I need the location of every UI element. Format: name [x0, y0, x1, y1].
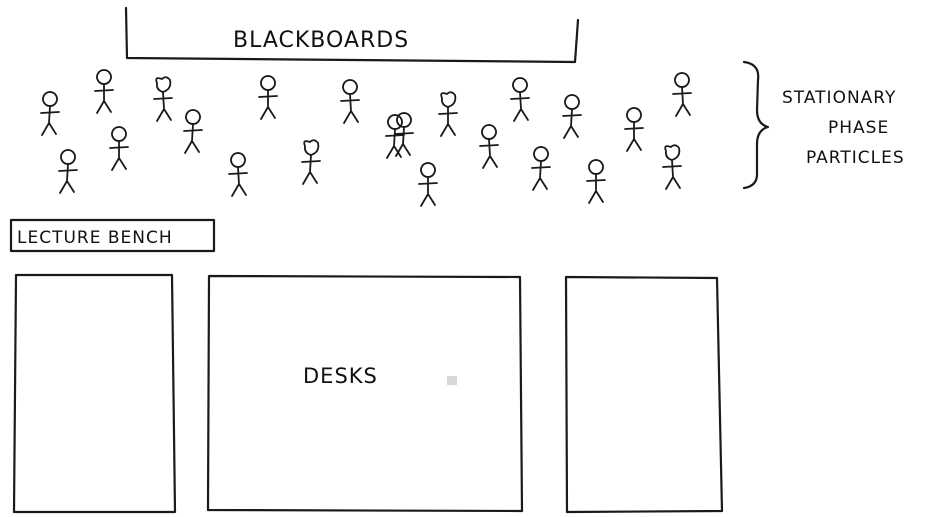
stick-figure: [532, 147, 550, 190]
stick-figure-head: [231, 153, 245, 167]
stationary-label-line1: STATIONARY: [782, 88, 896, 108]
stick-figure-body: [110, 141, 128, 170]
stick-figure-body: [587, 174, 605, 203]
stick-figure: [302, 140, 320, 184]
stick-figure-head: [61, 150, 75, 164]
stick-figure: [41, 92, 59, 135]
stick-figure: [511, 78, 529, 121]
desk-left: [14, 275, 175, 512]
stick-figure: [563, 95, 581, 138]
stick-figure-body: [302, 155, 320, 184]
stationary-label-line2: PHASE: [828, 118, 889, 138]
stick-figure-body: [663, 160, 681, 189]
stick-figure: [95, 70, 113, 113]
stick-figure: [110, 127, 128, 170]
lecture-bench-label: LECTURE BENCH: [17, 228, 173, 248]
stick-figure: [395, 113, 413, 156]
stick-figure-body: [184, 124, 202, 153]
stick-figure-head: [589, 160, 603, 174]
stick-figure-body: [41, 106, 59, 135]
scan-speck: [447, 376, 457, 385]
stick-figure-head: [397, 113, 411, 127]
stick-figure-head: [97, 70, 111, 84]
stick-figure-body: [95, 84, 113, 113]
stick-figure-head: [675, 73, 689, 87]
stick-figure-body: [229, 167, 247, 196]
stick-figure-body: [439, 107, 457, 136]
stick-figure-body: [480, 139, 498, 168]
curly-brace: [744, 62, 768, 188]
stick-figure-head: [665, 145, 679, 160]
stick-figure-body: [154, 92, 172, 121]
stick-figure: [419, 163, 437, 206]
stick-figure-head: [304, 140, 318, 155]
stationary-phase-figures: [41, 70, 691, 206]
stick-figure-head: [156, 77, 170, 92]
stick-figure-body: [532, 161, 550, 190]
stick-figure-head: [43, 92, 57, 106]
stick-figure-head: [186, 110, 200, 124]
stick-figure: [663, 145, 681, 189]
stick-figure-head: [534, 147, 548, 161]
stick-figure-head: [261, 76, 275, 90]
stick-figure: [625, 108, 643, 151]
desk-right: [566, 277, 722, 512]
stick-figure: [480, 125, 498, 168]
stick-figure-head: [627, 108, 641, 122]
stick-figure-head: [513, 78, 527, 92]
blackboards-label: BLACKBOARDS: [233, 28, 409, 53]
stick-figure-body: [419, 177, 437, 206]
stick-figure-head: [441, 92, 455, 107]
desk-center: [208, 276, 522, 511]
stick-figure-body: [59, 164, 77, 193]
stationary-label-line3: PARTICLES: [806, 148, 905, 168]
stick-figure: [229, 153, 247, 196]
stick-figure: [59, 150, 77, 193]
stick-figure-body: [625, 122, 643, 151]
stick-figure-head: [388, 115, 402, 129]
stick-figure-head: [112, 127, 126, 141]
stick-figure-head: [421, 163, 435, 177]
stick-figure: [154, 77, 172, 121]
stick-figure: [341, 80, 359, 123]
desks-label: DESKS: [303, 364, 378, 388]
stick-figure-body: [673, 87, 691, 116]
stick-figure: [673, 73, 691, 116]
stick-figure-body: [395, 127, 413, 156]
stick-figure: [587, 160, 605, 203]
stick-figure: [259, 76, 277, 119]
stick-figure: [184, 110, 202, 153]
stick-figure-body: [511, 92, 529, 121]
stick-figure: [439, 92, 457, 136]
stick-figure-body: [341, 94, 359, 123]
stick-figure-body: [563, 109, 581, 138]
stick-figure-head: [565, 95, 579, 109]
stick-figure: [386, 115, 404, 158]
stick-figure-head: [343, 80, 357, 94]
stick-figure-body: [259, 90, 277, 119]
stick-figure-head: [482, 125, 496, 139]
